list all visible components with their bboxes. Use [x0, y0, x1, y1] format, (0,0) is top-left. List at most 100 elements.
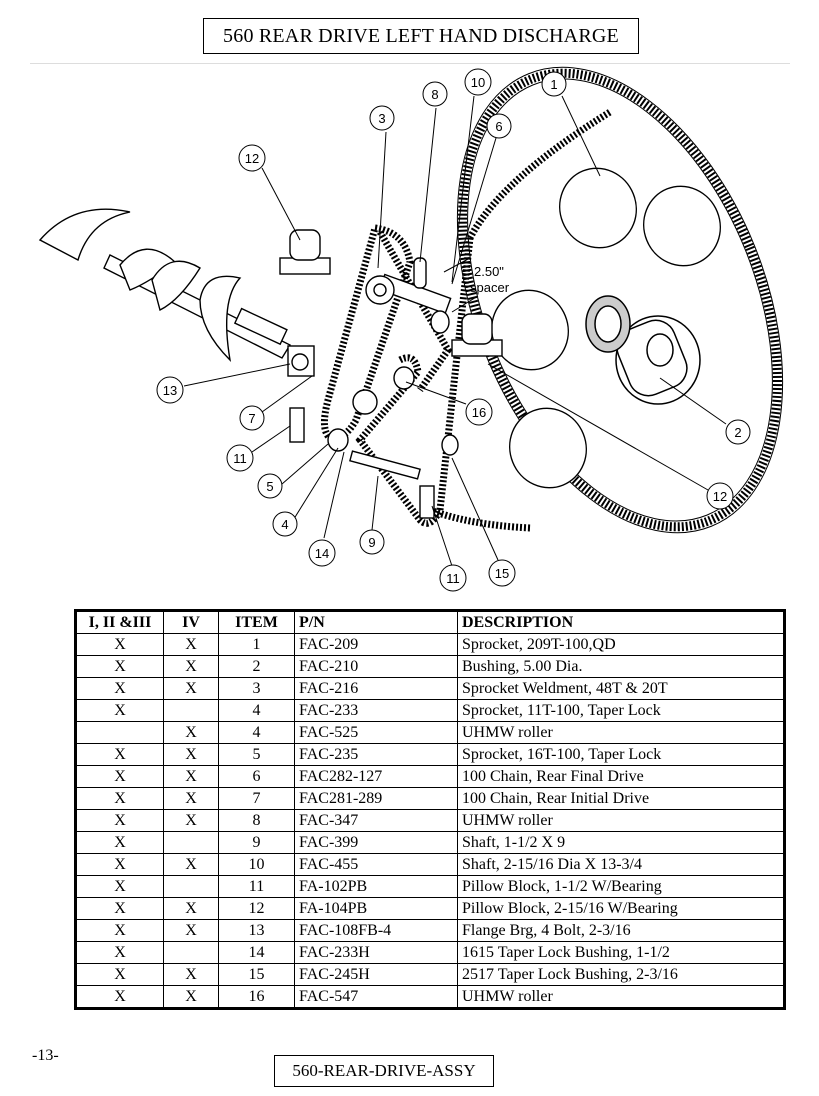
svg-text:13: 13	[163, 383, 177, 398]
svg-text:9: 9	[368, 535, 375, 550]
svg-text:11: 11	[446, 571, 460, 586]
cell-item: 1	[218, 633, 295, 656]
cell-pn: FAC-235	[294, 743, 458, 766]
callout-1: 1	[541, 71, 567, 97]
svg-text:8: 8	[431, 87, 438, 102]
cell-description: 1615 Taper Lock Bushing, 1-1/2	[457, 941, 785, 964]
cell-item: 13	[218, 919, 295, 942]
callout-12a: 12	[238, 144, 266, 172]
cell-models: X	[75, 655, 164, 678]
cell-models: X	[75, 875, 164, 898]
callout-7: 7	[239, 405, 265, 431]
cell-pn: FAC-347	[294, 809, 458, 832]
callout-2: 2	[725, 419, 751, 445]
cell-iv: X	[163, 897, 219, 920]
cell-models: X	[75, 765, 164, 788]
cell-models: X	[75, 809, 164, 832]
cell-models: X	[75, 633, 164, 656]
callout-6: 6	[486, 113, 512, 139]
svg-text:7: 7	[248, 411, 255, 426]
cell-description: 2517 Taper Lock Bushing, 2-3/16	[457, 963, 785, 986]
svg-text:1: 1	[550, 77, 557, 92]
svg-text:15: 15	[495, 566, 509, 581]
cell-pn: FAC-209	[294, 633, 458, 656]
cell-description: 100 Chain, Rear Final Drive	[457, 765, 785, 788]
cell-iv: X	[163, 743, 219, 766]
header-divider	[30, 63, 790, 64]
cell-item: 2	[218, 655, 295, 678]
callout-11b: 11	[439, 564, 467, 592]
callout-15: 15	[488, 559, 516, 587]
cell-pn: FAC-399	[294, 831, 458, 854]
cell-iv: X	[163, 919, 219, 942]
cell-iv: X	[163, 809, 219, 832]
drawing-id: 560-REAR-DRIVE-ASSY	[274, 1055, 494, 1087]
cell-models: X	[75, 853, 164, 876]
large-sprocket-chain	[456, 66, 784, 534]
cell-description: Pillow Block, 2-15/16 W/Bearing	[457, 897, 785, 920]
cell-pn: FAC282-127	[294, 765, 458, 788]
cell-models	[75, 721, 164, 744]
column-header-models: I, II &III	[75, 610, 164, 634]
sprocket-holes	[491, 167, 721, 489]
page-title: 560 REAR DRIVE LEFT HAND DISCHARGE	[203, 18, 639, 54]
cell-description: 100 Chain, Rear Initial Drive	[457, 787, 785, 810]
callout-16: 16	[465, 398, 493, 426]
cell-description: Bushing, 5.00 Dia.	[457, 655, 785, 678]
cell-models: X	[75, 963, 164, 986]
page-number: -13-	[32, 1047, 59, 1064]
cell-models: X	[75, 699, 164, 722]
cell-description: UHMW roller	[457, 809, 785, 832]
cell-models: X	[75, 897, 164, 920]
cell-item: 4	[218, 699, 295, 722]
cell-pn: FAC-525	[294, 721, 458, 744]
svg-text:10: 10	[471, 75, 485, 90]
cell-item: 3	[218, 677, 295, 700]
cell-description: Flange Brg, 4 Bolt, 2-3/16	[457, 919, 785, 942]
cell-iv	[163, 699, 219, 722]
cell-iv: X	[163, 853, 219, 876]
bushing-hub	[585, 295, 701, 405]
cell-pn: FAC-455	[294, 853, 458, 876]
cell-item: 8	[218, 809, 295, 832]
callout-5: 5	[257, 473, 283, 499]
shafts-and-parts	[279, 229, 503, 519]
cell-item: 11	[218, 875, 295, 898]
cell-description: Shaft, 1-1/2 X 9	[457, 831, 785, 854]
cell-item: 10	[218, 853, 295, 876]
svg-text:16: 16	[472, 405, 486, 420]
cell-description: UHMW roller	[457, 721, 785, 744]
cell-models: X	[75, 985, 164, 1009]
callout-10: 10	[464, 68, 492, 96]
cell-iv	[163, 941, 219, 964]
cell-pn: FAC-210	[294, 655, 458, 678]
cell-iv: X	[163, 787, 219, 810]
cell-iv	[163, 875, 219, 898]
cell-iv: X	[163, 765, 219, 788]
cell-pn: FAC-216	[294, 677, 458, 700]
auger	[38, 208, 291, 363]
cell-description: Sprocket, 11T-100, Taper Lock	[457, 699, 785, 722]
cell-item: 12	[218, 897, 295, 920]
column-header-pn: P/N	[294, 610, 458, 634]
cell-iv: X	[163, 963, 219, 986]
cell-pn: FAC-547	[294, 985, 458, 1009]
cell-iv: X	[163, 633, 219, 656]
callout-13: 13	[156, 376, 184, 404]
svg-text:14: 14	[315, 546, 329, 561]
cell-description: Sprocket Weldment, 48T & 20T	[457, 677, 785, 700]
svg-text:spacer: spacer	[470, 280, 510, 295]
column-header-description: DESCRIPTION	[457, 610, 785, 634]
